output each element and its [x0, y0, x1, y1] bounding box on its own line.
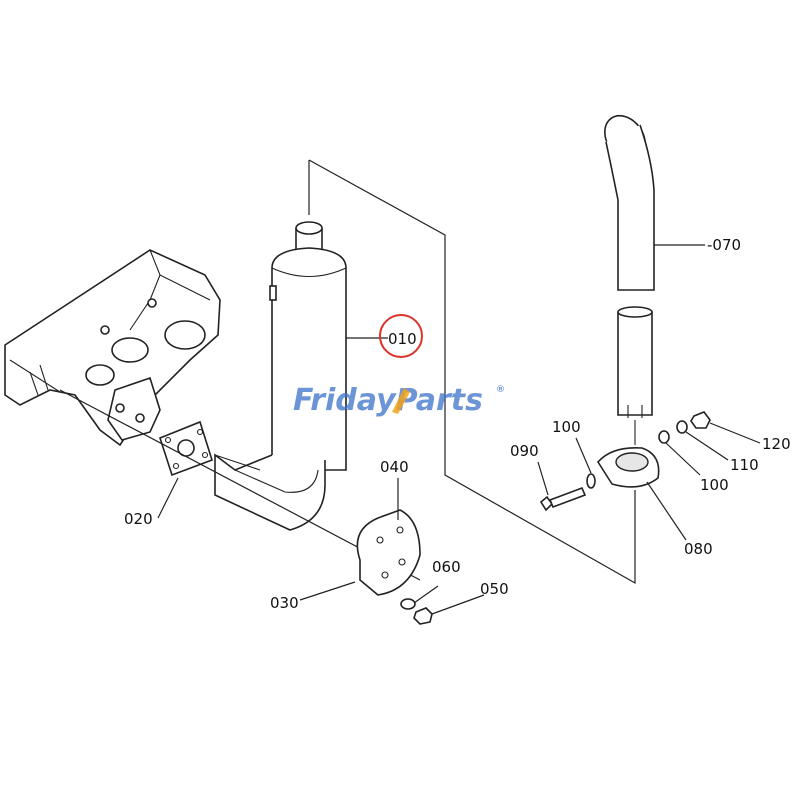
callout-070: -070	[707, 236, 741, 254]
callout-060: 060	[432, 558, 461, 576]
highlight-circle	[379, 314, 423, 358]
watermark-part1: Friday	[293, 383, 397, 418]
callout-050: 050	[480, 580, 509, 598]
watermark-logo: FridayParts ®	[293, 383, 505, 418]
nut-060	[400, 585, 439, 610]
bracket-030	[299, 478, 421, 601]
callout-120: 120	[762, 435, 791, 453]
callout-030: 030	[270, 594, 299, 612]
watermark-swoosh	[392, 388, 410, 414]
callout-110: 110	[730, 456, 759, 474]
callout-080: 080	[684, 540, 713, 558]
engine-manifold	[4, 249, 221, 447]
washer-100a	[575, 437, 596, 489]
callout-040: 040	[380, 458, 409, 476]
gasket-020	[159, 420, 213, 477]
clamp-080	[597, 446, 687, 541]
callout-020: 020	[124, 510, 153, 528]
watermark-part2: Parts	[396, 383, 483, 418]
nut-050	[413, 594, 485, 625]
washer-110	[676, 420, 729, 461]
callout-100a: 100	[552, 418, 581, 436]
leader-020	[157, 477, 179, 519]
bolt-090	[537, 461, 587, 512]
muffler-010	[214, 221, 347, 531]
watermark-mark: ®	[496, 385, 505, 395]
callout-090: 090	[510, 442, 539, 460]
watermark-text: FridayParts	[293, 383, 483, 418]
callout-100b: 100	[700, 476, 729, 494]
tail-pipe-070	[604, 114, 705, 445]
callout-010: 010	[388, 330, 417, 348]
nut-120	[690, 411, 761, 444]
washer-100b	[658, 430, 701, 476]
